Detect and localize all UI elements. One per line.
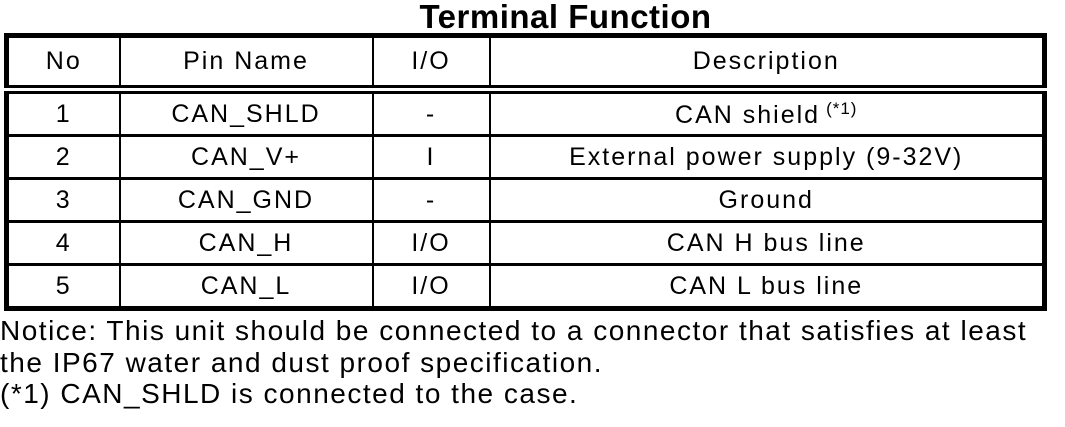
column-header-no: No [5, 34, 121, 94]
cell-no: 1 [5, 88, 121, 137]
cell-io: - [371, 88, 491, 137]
notes-section: Notice: This unit should be connected to… [0, 315, 1065, 410]
cell-pin-name: CAN_GND [118, 177, 374, 223]
footnote-marker: (*1) [826, 98, 858, 118]
footnote-text: (*1) CAN_SHLD is connected to the case. [0, 378, 579, 409]
cell-description: CAN L bus line [488, 263, 1046, 310]
cell-io: - [371, 177, 491, 223]
cell-no: 4 [5, 220, 121, 266]
cell-no: 2 [5, 134, 121, 180]
column-header-io: I/O [371, 34, 491, 94]
terminal-function-table: No Pin Name I/O Description 1 CAN_SHLD -… [4, 33, 1047, 311]
cell-pin-name: CAN_SHLD [118, 88, 374, 137]
table-row: 3 CAN_GND - Ground [5, 177, 1046, 223]
cell-no: 3 [5, 177, 121, 223]
cell-pin-name: CAN_L [118, 263, 374, 310]
table-row: 2 CAN_V+ I External power supply (9-32V) [5, 134, 1046, 180]
cell-io: I/O [371, 220, 491, 266]
table-header-row: No Pin Name I/O Description [5, 34, 1046, 94]
notice-text: Notice: This unit should be connected to… [0, 315, 1028, 378]
cell-description: CAN H bus line [488, 220, 1046, 266]
cell-pin-name: CAN_V+ [118, 134, 374, 180]
cell-no: 5 [5, 263, 121, 310]
cell-io: I [371, 134, 491, 180]
table-row: 1 CAN_SHLD - CAN shield(*1) [5, 88, 1046, 137]
column-header-pin-name: Pin Name [118, 34, 374, 94]
table-row: 5 CAN_L I/O CAN L bus line [5, 263, 1046, 310]
description-text: CAN shield [675, 100, 821, 129]
cell-description: CAN shield(*1) [488, 88, 1046, 137]
cell-description: External power supply (9-32V) [488, 134, 1046, 180]
cell-description: Ground [488, 177, 1046, 223]
column-header-description: Description [488, 34, 1046, 94]
table-row: 4 CAN_H I/O CAN H bus line [5, 220, 1046, 266]
page-title: Terminal Function [419, 0, 712, 35]
cell-io: I/O [371, 263, 491, 310]
cell-pin-name: CAN_H [118, 220, 374, 266]
